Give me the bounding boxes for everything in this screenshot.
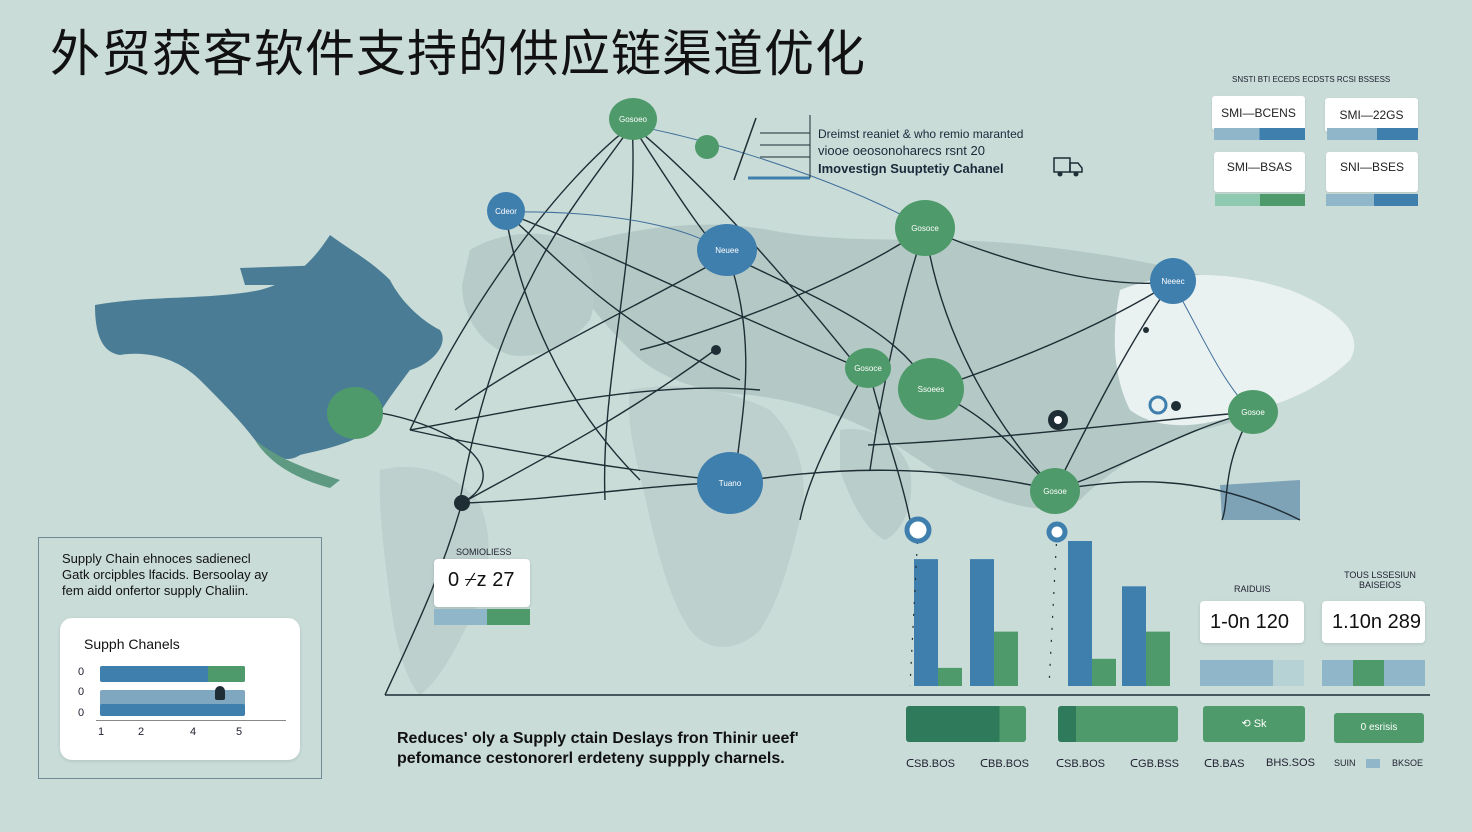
channel-row-label-1: 0 [78,666,85,678]
channel-tick-1: 1 [98,726,105,738]
top-stat-4: SNI—BSES [1326,152,1418,192]
top-stat-3: SMI—BSAS [1214,152,1305,192]
left-info-panel [38,537,322,779]
mid-stat-value: 0 ⌿z 27 [448,569,515,591]
header-note-line3: Imovestign Suuptetiy Cahanel [818,161,1004,176]
bottom-bar-1[interactable] [906,706,1026,742]
chart-marker-icon [215,686,225,700]
chart-axis-line [96,720,286,721]
right-stat-1-card: 1-0n 120 [1200,601,1304,643]
bar-4-series-2 [1146,631,1170,686]
top-stat-2-bar [1327,128,1418,140]
bottom-last-left: SUIN [1334,758,1356,768]
network-node-5[interactable]: Neeec [1150,258,1196,304]
top-stat-1-value: SMI—BCENS [1221,106,1296,120]
top-stat-3-value: SMI—BSAS [1226,160,1293,174]
bottom-bar-3[interactable]: ⟲ Sk [1203,706,1305,742]
bottom-text-line2: pefomance cestonorerl erdeteny suppply c… [397,750,785,767]
bottom-label-4: ᑕGB.BSS [1130,758,1179,770]
supply-channels-card: Supph Chanels 0 0 0 1 2 4 5 [60,618,300,760]
right-stat-2-bar [1322,660,1425,686]
chart-pin-2 [1046,521,1068,543]
bar-3-series-2 [1092,658,1116,686]
channel-bar-chart [904,516,1170,687]
network-node-6[interactable]: Gosoce [845,348,891,388]
right-stat-1-bar [1200,660,1304,686]
top-stat-1: SMI—BCENS [1212,96,1305,130]
top-stat-2-value: SMI—22GS [1339,108,1404,122]
map-pins [454,135,1181,511]
bar-3-series-1 [1068,541,1092,686]
right-stat-2-card: 1.10n 289 [1322,601,1425,643]
truck-icon [1052,156,1084,178]
right-stat-1-value: 1-0n 120 [1210,611,1289,633]
network-node-11[interactable] [327,387,383,439]
network-node-3[interactable]: Neuee [697,224,757,276]
chart-pin-stem-2 [1048,531,1058,687]
top-stat-2: SMI—22GS [1325,98,1418,132]
channel-tick-2: 2 [138,726,145,738]
top-stat-4-bar [1326,194,1418,206]
greenland-landmass [240,265,330,285]
channel-row-bar-1-tip [208,666,245,682]
bottom-last-right: BKSOE [1392,758,1424,768]
bottom-bar-4[interactable]: 0 esrisis [1334,713,1424,743]
bottom-label-2: ᑕBB.BOS [980,758,1029,770]
bottom-label-6: BHS.SOS [1266,757,1315,769]
network-node-9[interactable]: Gosoe [1030,468,1080,514]
panel-desc-line3: fem aidd onfertor supply Chaliin. [62,583,249,598]
bar-1-series-2 [938,667,962,686]
page-title: 外贸获客软件支持的供应链渠道优化 [50,25,866,83]
panel-desc-line1: Supply Chain ehnoces sadienecl [62,551,251,566]
top-stat-1-bar [1214,128,1305,140]
network-node-2[interactable]: Cdeor [487,192,525,230]
network-node-10[interactable]: Ssoees [898,358,964,420]
bottom-bar-3-label: ⟲ Sk [1241,718,1267,730]
header-note-line2: viooe oeosonoharecs rsnt 20 [818,143,985,158]
bottom-label-1: ᑕSB.BOS [906,758,955,770]
mid-stat-label: SOMIOLIESS [456,547,512,557]
bottom-text-line1: Reduces' oly a Supply ctain Deslays fron… [397,730,799,747]
central-america-landmass [255,440,340,488]
header-note-line1: Dreimst reaniet & who remio maranted [818,127,1024,141]
bottom-last-swatch [1366,759,1380,768]
network-node-8[interactable]: Tuano [697,452,763,514]
channel-row-label-2: 0 [78,686,85,698]
europe-landmass [462,233,595,356]
bar-2-series-1 [970,559,994,686]
bar-4-series-1 [1122,586,1146,686]
top-stat-3-bar [1215,194,1305,206]
channel-row-label-3: 0 [78,707,85,719]
bar-1-series-1 [914,559,938,686]
chart-pin-1 [904,516,932,544]
top-stat-4-value: SNI—BSES [1339,160,1405,174]
bottom-label-5: ᑕB.BAS [1204,758,1245,770]
network-node-1[interactable]: Gosoeo [609,98,657,140]
africa-landmass [629,386,804,647]
right-stat-1-label: RAIDUIS [1234,584,1271,594]
network-node-4[interactable]: Gosoce [895,200,955,256]
top-right-caption: SNSTI BTI ECEDS ECDSTS RCSI BSSESS [1232,75,1391,84]
panel-desc-line2: Gatk orcipbles lfacids. Bersoolay ay [62,567,268,582]
east-asia-light [1114,275,1355,426]
bottom-bar-4-label: 0 esrisis [1360,722,1398,733]
right-stat-2-value: 1.10n 289 [1332,611,1421,633]
network-node-7[interactable]: Gosoe [1228,390,1278,434]
channel-row-bar-2 [100,690,245,706]
channel-tick-3: 4 [190,726,197,738]
supply-channels-title: Supph Chanels [84,636,180,652]
mid-stat-card: 0 ⌿z 27 [434,559,530,607]
channel-tick-4: 5 [236,726,243,738]
bar-2-series-2 [994,631,1018,686]
bottom-label-3: ᑕSB.BOS [1056,758,1105,770]
bottom-bar-2[interactable] [1058,706,1178,742]
channel-row-bar-3 [100,704,245,716]
mid-stat-bar [434,609,530,625]
right-stat-2-label: TOUS LSSESIUN BAISEIOS [1344,570,1416,590]
